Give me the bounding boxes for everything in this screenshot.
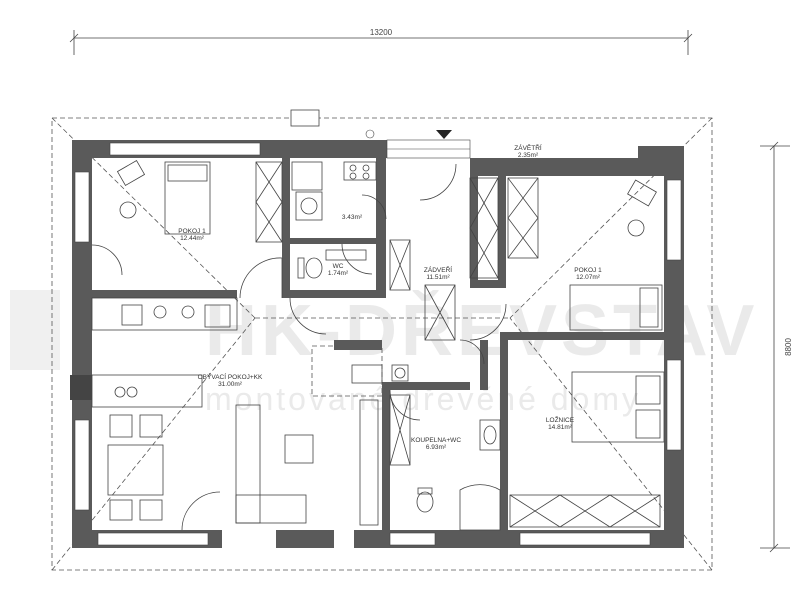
room-name-wc: WC — [333, 263, 344, 270]
entrance-marker-icon — [436, 130, 452, 139]
room-name-zavetri: ZÁVĚTŘÍ — [514, 143, 542, 152]
room-area-loznice: 14.81m² — [548, 424, 573, 431]
room-area-koupelna: 6.93m² — [426, 444, 447, 451]
room-area-pokoj-1: 12.44m² — [180, 235, 205, 242]
room-area-tech: 3.43m² — [342, 214, 363, 221]
room-name-koupelna: KOUPELNA+WC — [411, 437, 461, 444]
room-area-pokoj-2: 12.07m² — [576, 274, 601, 281]
dimension-depth — [760, 141, 790, 553]
dimension-depth-label: 8800 — [784, 338, 793, 356]
watermark-logo: HK-DŘEVSTAV — [205, 290, 758, 371]
watermark-logo-mark — [10, 290, 60, 370]
chimney — [290, 109, 320, 127]
room-area-wc: 1.74m² — [328, 270, 349, 277]
furniture — [91, 160, 665, 531]
terrace-opening — [365, 129, 471, 159]
dimension-width — [69, 30, 693, 55]
room-labels: POKOJ 1 12.44m² WC 1.74m² 3.43m² ZÁVĚTŘÍ… — [178, 143, 602, 451]
room-area-obyvaci: 31.00m² — [218, 381, 243, 388]
room-name-loznice: LOŽNICE — [546, 415, 575, 424]
room-area-zavetri: 2.35m² — [518, 152, 539, 159]
room-name-pokoj-2: POKOJ 1 — [574, 267, 602, 274]
room-name-obyvaci: OBÝVACÍ POKOJ+KK — [198, 372, 263, 381]
windows — [74, 142, 682, 546]
fireplace — [70, 375, 92, 400]
room-name-pokoj-1: POKOJ 1 — [178, 228, 206, 235]
room-name-zadveri: ZÁDVEŘÍ — [424, 265, 452, 274]
dimension-width-label: 13200 — [370, 28, 393, 37]
watermark: HK-DŘEVSTAV montované dřevěné domy — [10, 290, 758, 417]
room-area-zadveri: 11.51m² — [426, 274, 450, 281]
interior-walls — [92, 158, 664, 530]
